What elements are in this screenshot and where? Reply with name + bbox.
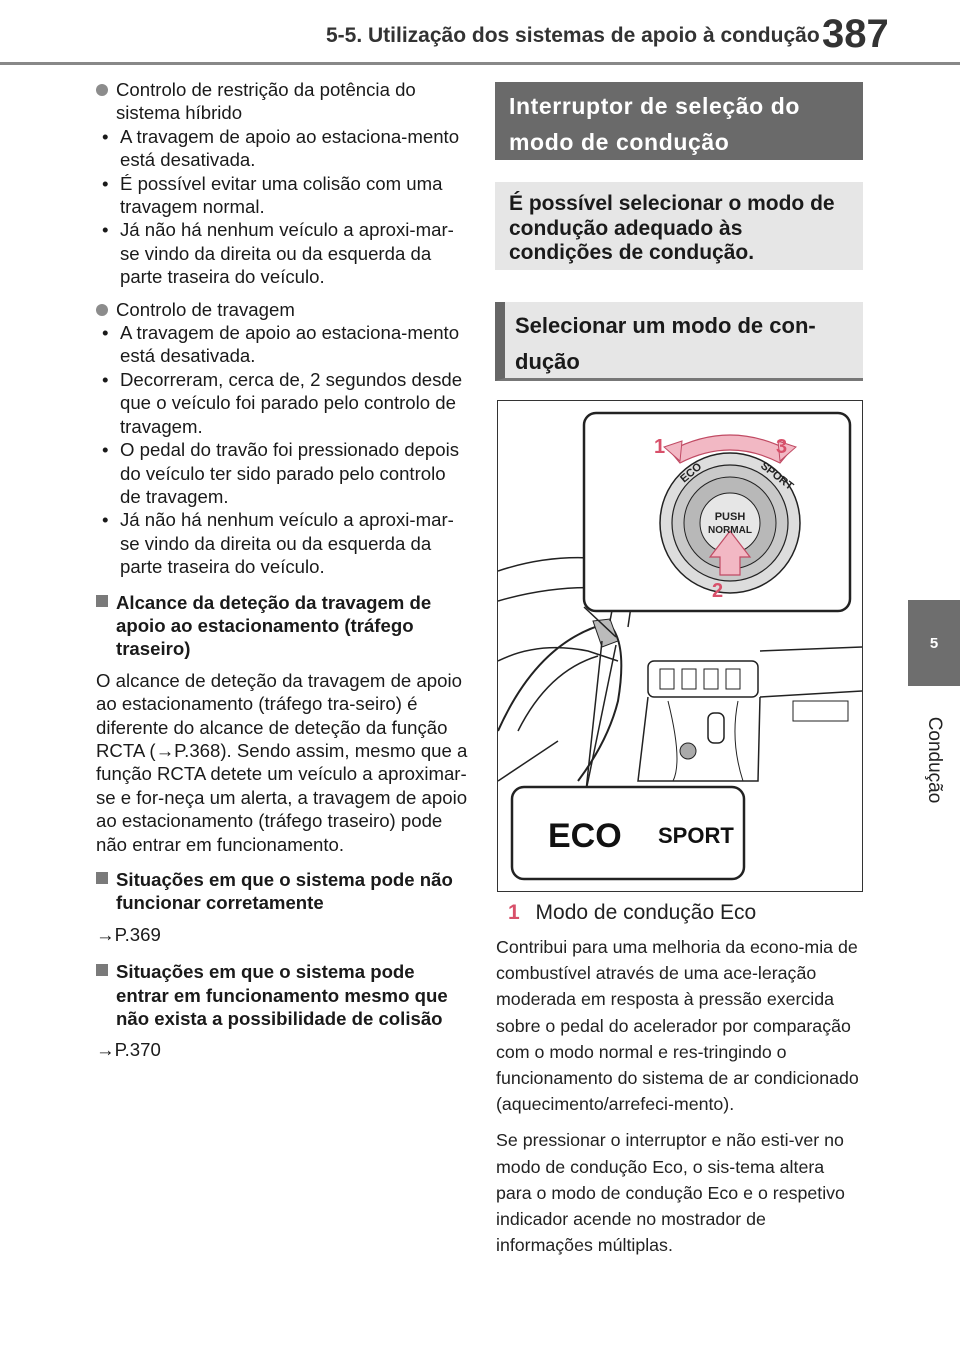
section-heading: Selecionar um modo de con-dução (495, 302, 863, 381)
figure-caption: 1 Modo de condução Eco (508, 901, 756, 925)
indicator-sport: SPORT (658, 823, 734, 848)
list-item: A travagem de apoio ao estaciona-mento e… (96, 321, 468, 368)
bullet-lead: Controlo de travagem (96, 298, 468, 321)
callout-number-1: 1 (654, 436, 665, 458)
right-body-text: Contribui para uma melhoria da econo-mia… (496, 934, 862, 1268)
chapter-tab[interactable]: 5 (908, 600, 960, 686)
chapter-label: Condução (924, 716, 945, 804)
list-item: É possível evitar uma colisão com uma tr… (96, 172, 468, 219)
list-item: Já não há nenhum veículo a aproxi-mar-se… (96, 218, 468, 288)
caption-text: Modo de condução Eco (535, 901, 757, 924)
bullet-block: Controlo de travagem A travagem de apoio… (96, 298, 468, 579)
chapter-number: 5 (929, 634, 939, 652)
paragraph: Se pressionar o interruptor e não esti-v… (496, 1130, 845, 1256)
list-item: Decorreram, cerca de, 2 segundos desde q… (96, 368, 468, 438)
page-number: 387 (822, 12, 889, 56)
list-item: Já não há nenhum veículo a aproxi-mar-se… (96, 508, 468, 578)
subheading: Situações em que o sistema pode entrar e… (96, 960, 468, 1030)
topic-title: Interruptor de seleção do modo de conduç… (495, 82, 863, 160)
bullet-lead: Controlo de restrição da potência do sis… (96, 78, 468, 125)
paragraph: Contribui para uma melhoria da econo-mia… (496, 937, 859, 1115)
drive-mode-illustration: ECO SPORT PUSH NORMAL 1 2 3 ECO SPORT (497, 400, 863, 892)
bullet-circle-icon (96, 84, 108, 96)
section-title: 5-5. Utilização dos sistemas de apoio à … (326, 24, 820, 47)
push-label: PUSH (715, 511, 746, 523)
bullet-block: Controlo de restrição da potência do sis… (96, 78, 468, 289)
left-column: Controlo de restrição da potência do sis… (96, 78, 468, 1076)
list-item: A travagem de apoio ao estaciona-mento e… (96, 125, 468, 172)
square-bullet-icon (96, 594, 108, 607)
dashboard-drawing: ECO SPORT PUSH NORMAL 1 2 3 ECO SPORT (497, 411, 863, 881)
page-header: 5-5. Utilização dos sistemas de apoio à … (0, 0, 960, 70)
subheading: Situações em que o sistema pode não func… (96, 868, 468, 915)
bullet-circle-icon (96, 303, 108, 316)
right-column: Interruptor de seleção do modo de conduç… (495, 82, 863, 381)
square-bullet-icon (96, 964, 108, 977)
topic-intro: É possível selecionar o modo de condução… (495, 182, 863, 270)
list-item: O pedal do travão foi pressionado depois… (96, 438, 468, 508)
callout-number-3: 3 (776, 436, 787, 458)
caption-number: 1 (508, 901, 520, 924)
square-bullet-icon (96, 872, 108, 884)
indicator-eco: ECO (548, 817, 622, 855)
page-reference-link[interactable]: →P.369 (96, 923, 161, 945)
page-reference-link[interactable]: →P.370 (96, 1039, 161, 1061)
paragraph: O alcance de deteção da travagem de apoi… (96, 669, 468, 855)
subheading: Alcance da deteção da travagem de apoio … (96, 591, 468, 661)
callout-number-2: 2 (712, 580, 723, 602)
header-divider (0, 62, 960, 65)
normal-label: NORMAL (708, 525, 752, 536)
